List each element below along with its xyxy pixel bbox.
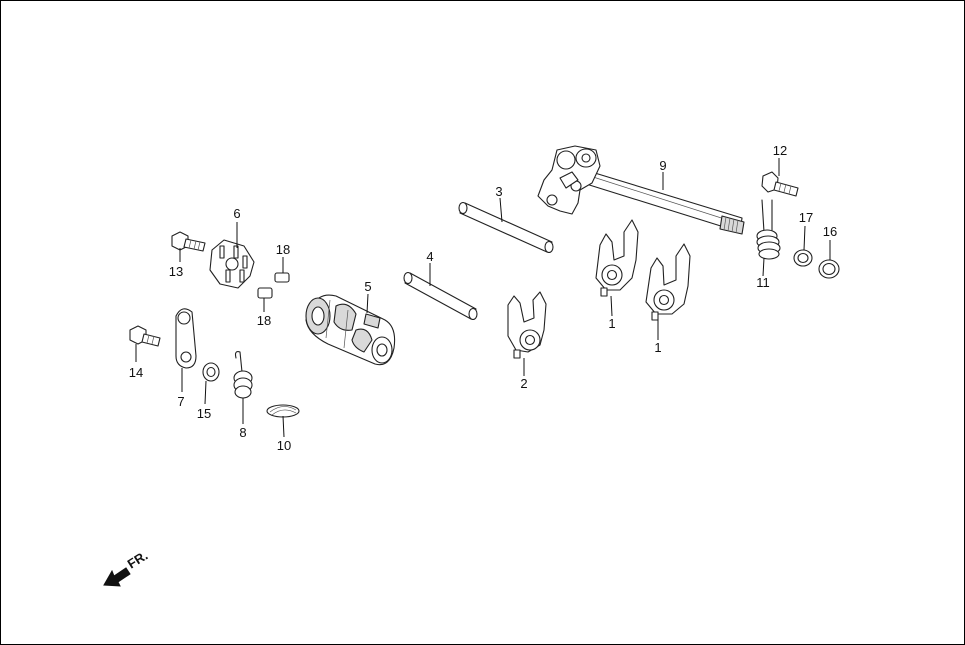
callout-11: 11 xyxy=(756,275,770,290)
callout-10: 10 xyxy=(277,438,291,453)
callout-14: 14 xyxy=(129,365,143,380)
shift-drum-center-part xyxy=(209,239,255,289)
spring-10-part xyxy=(266,404,300,418)
bolt-14-part xyxy=(129,325,161,347)
stopper-arm-part xyxy=(175,308,197,369)
callout-15: 15 xyxy=(197,406,211,421)
callout-6: 6 xyxy=(233,206,240,221)
shift-fork-shaft-upper-part xyxy=(458,201,554,254)
shift-fork-shaft-lower-part xyxy=(403,271,478,321)
front-direction-indicator: FR. xyxy=(103,548,151,587)
callout-18-lower: 18 xyxy=(257,313,271,328)
callout-2: 2 xyxy=(520,376,527,391)
callout-7: 7 xyxy=(177,394,184,409)
gearshift-spindle-part xyxy=(537,145,745,235)
dowel-pin-upper-part xyxy=(274,272,290,283)
callout-17: 17 xyxy=(799,210,813,225)
callout-13: 13 xyxy=(169,264,183,279)
return-spring-part xyxy=(756,199,781,260)
shift-fork-right-part xyxy=(645,243,691,321)
callout-4: 4 xyxy=(426,249,433,264)
front-direction-label: FR. xyxy=(125,548,151,572)
washer-15-part xyxy=(202,362,220,382)
leader-lines xyxy=(135,158,831,438)
dowel-pin-lower-part xyxy=(257,287,273,299)
callout-8: 8 xyxy=(239,425,246,440)
gearshift-drum-part xyxy=(305,294,396,366)
collar-17-part xyxy=(793,249,813,267)
shift-fork-center-part xyxy=(507,291,547,359)
callout-9: 9 xyxy=(659,158,666,173)
callout-3: 3 xyxy=(495,184,502,199)
stopper-spring-part xyxy=(233,351,253,399)
callout-16: 16 xyxy=(823,224,837,239)
callout-5: 5 xyxy=(364,279,371,294)
spindle-spline-end xyxy=(719,215,745,235)
callout-12: 12 xyxy=(773,143,787,158)
callout-1-right: 1 xyxy=(654,340,661,355)
callout-1-left: 1 xyxy=(608,316,615,331)
callout-18-upper: 18 xyxy=(276,242,290,257)
shift-fork-left-part xyxy=(595,219,639,297)
front-direction-arrow-icon xyxy=(103,567,131,587)
bolt-12-part xyxy=(761,171,799,197)
bolt-13-part xyxy=(171,231,206,252)
washer-16-part xyxy=(818,259,840,279)
